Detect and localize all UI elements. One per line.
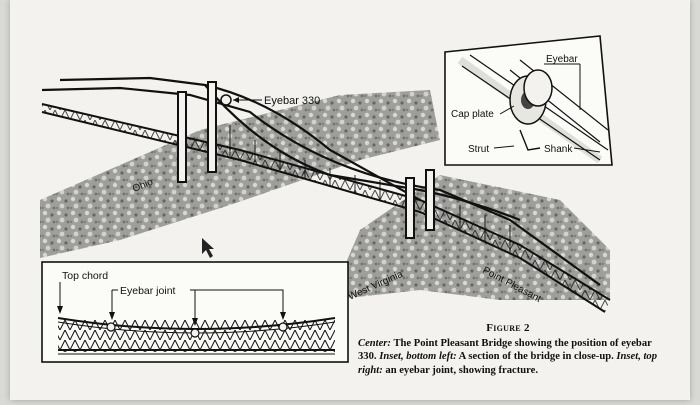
ohio-bank-terrain (40, 90, 440, 258)
top-chord-label: Top chord (62, 270, 108, 282)
shank-label: Shank (544, 144, 573, 155)
eyebar-330-label: Eyebar 330 (264, 95, 320, 107)
mouse-pointer-icon (202, 238, 214, 258)
caption-inset-top-text: an eyebar joint, showing fracture. (385, 364, 539, 376)
figure-caption: Figure 2 Center: The Point Pleasant Brid… (358, 322, 658, 377)
caption-inset-bottom-text: A section of the bridge in close-up. (458, 351, 614, 363)
strut-label: Strut (468, 144, 489, 155)
inset-eyebar-joint: Eyebar Cap plate Strut Shank (444, 35, 613, 166)
bridge-hangers (229, 125, 511, 252)
eyebar-joint-label: Eyebar joint (120, 285, 176, 297)
caption-inset-bottom-label: Inset, bottom left: (379, 351, 457, 363)
caption-center-text: The Point Pleasant Bridge showing the po… (358, 337, 652, 363)
figure-title: Figure 2 (486, 322, 530, 334)
caption-center-label: Center: (358, 337, 391, 349)
inset-bridge-section: Top chord Eyebar joint (41, 261, 349, 363)
cap-plate-label: Cap plate (451, 109, 494, 120)
eyebar-330-marker (220, 94, 232, 106)
eyebar-inset-label: Eyebar (546, 54, 578, 65)
caption-inset-top-label: Inset, top right: (358, 351, 658, 376)
bridge-towers (177, 81, 435, 239)
figure-caption-body: Center: The Point Pleasant Bridge showin… (358, 337, 658, 378)
